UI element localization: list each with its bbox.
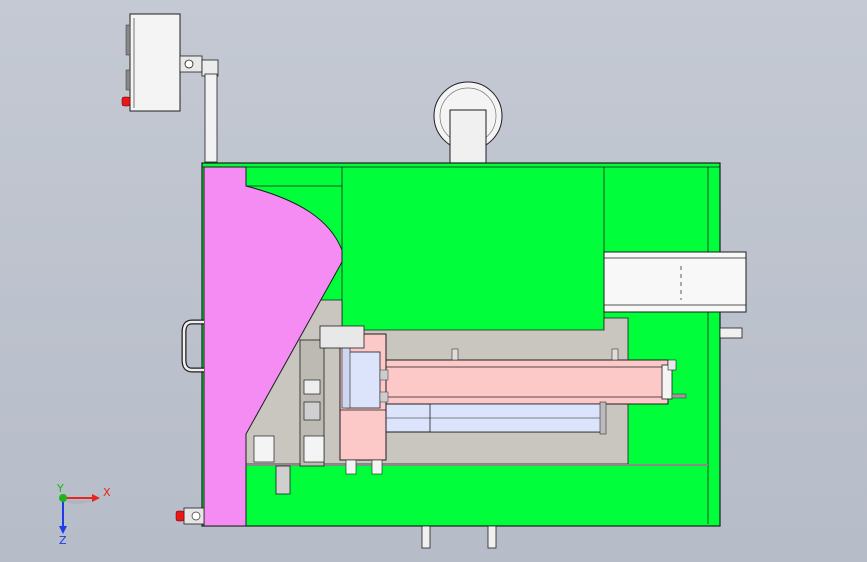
side-door-panel bbox=[203, 166, 343, 527]
door-handle[interactable] bbox=[181, 319, 204, 373]
control-box[interactable] bbox=[121, 13, 181, 112]
x-axis-head bbox=[92, 494, 100, 502]
linear-guide bbox=[385, 401, 607, 435]
support-arm bbox=[179, 55, 219, 163]
z-axis-head bbox=[59, 526, 67, 534]
z-axis-label: Z bbox=[59, 534, 67, 547]
orientation-triad: X Y Z bbox=[56, 482, 111, 547]
gripper-assembly bbox=[339, 333, 389, 475]
feed-chute bbox=[603, 251, 747, 339]
x-axis-label: X bbox=[103, 486, 111, 499]
y-axis-dot bbox=[59, 494, 67, 502]
pneumatic-cylinder bbox=[385, 348, 687, 405]
mounting-legs bbox=[275, 465, 497, 549]
y-axis-label: Y bbox=[56, 482, 64, 495]
exhaust-duct bbox=[433, 81, 503, 165]
reset-button[interactable] bbox=[175, 507, 205, 525]
emergency-stop-button bbox=[121, 96, 131, 107]
bracket-mechanism bbox=[253, 325, 365, 467]
